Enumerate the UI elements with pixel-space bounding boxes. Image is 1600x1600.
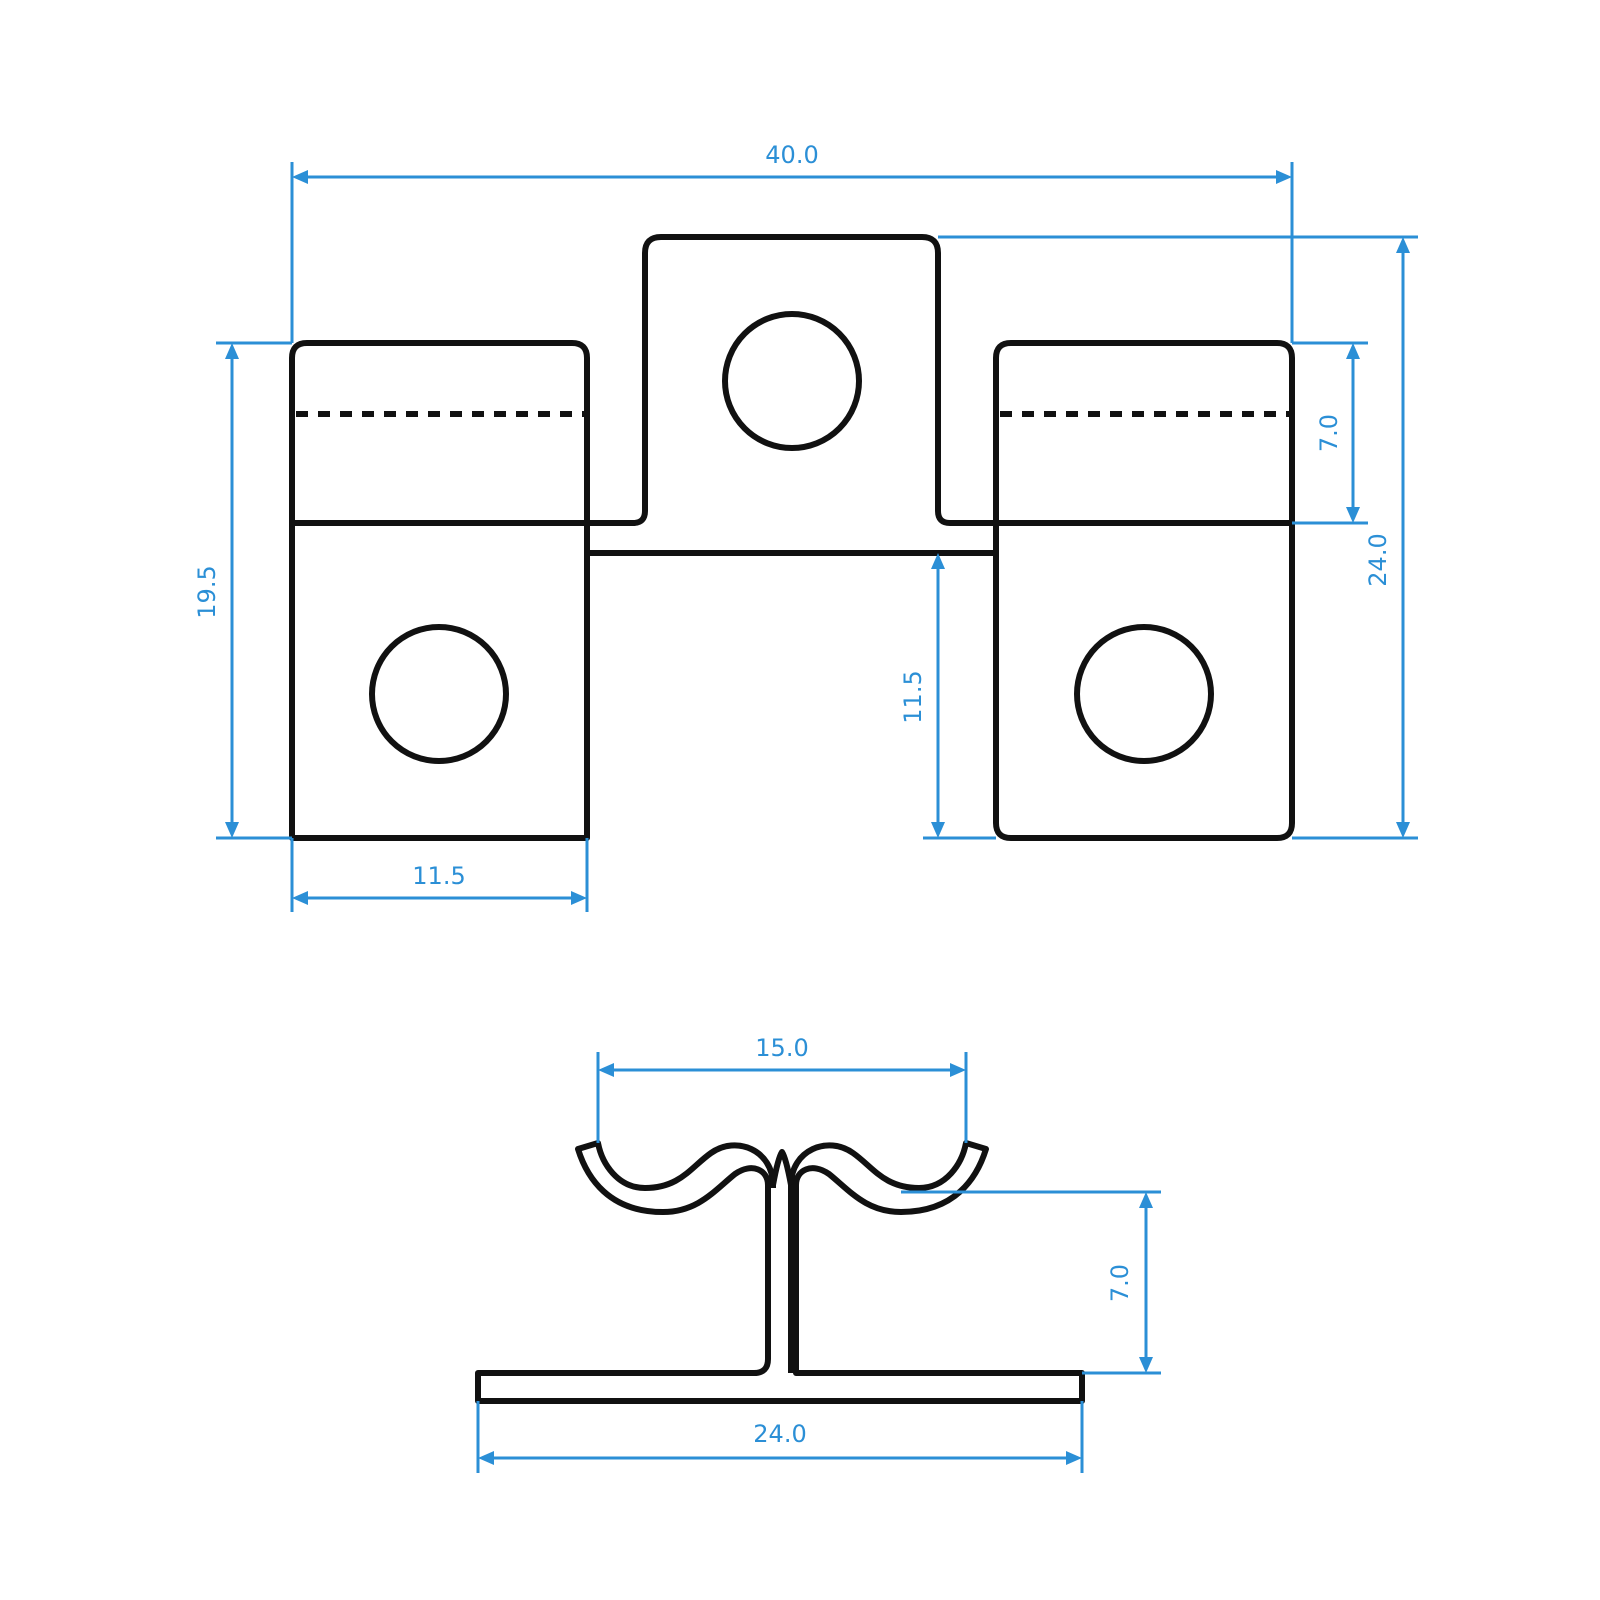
dimension-fold-depth: 7.0	[1292, 341, 1368, 525]
dimension-base-width: 24.0	[476, 1401, 1084, 1473]
dimension-text-left-tab-height: 19.5	[193, 565, 221, 618]
top-view	[289, 234, 1295, 841]
left-tab-outline	[289, 340, 590, 841]
center-bridge-hole	[722, 311, 862, 451]
side-view-dimensions: 15.0 7.0 24.0	[476, 1034, 1161, 1473]
dimension-left-tab-width: 11.5	[290, 838, 589, 912]
dimension-text-bridge-clearance: 11.5	[899, 670, 927, 723]
side-view	[475, 1140, 1085, 1404]
right-tab-outline	[993, 340, 1295, 841]
dimension-text-fold-depth: 7.0	[1315, 414, 1343, 452]
side-view-profile	[475, 1140, 1085, 1404]
dimension-text-overall-height: 24.0	[1364, 533, 1392, 586]
side-view-center-split	[770, 1149, 794, 1186]
dimension-text-stem-height: 7.0	[1106, 1264, 1134, 1302]
right-tab-hole	[1074, 624, 1214, 764]
dimension-clip-span: 15.0	[596, 1034, 968, 1143]
dimension-bridge-clearance: 11.5	[899, 553, 996, 840]
dimension-overall-height: 24.0	[938, 235, 1418, 840]
dimension-left-tab-height: 19.5	[193, 341, 292, 840]
dimension-text-clip-span: 15.0	[755, 1034, 808, 1062]
center-bridge-outline	[587, 234, 996, 526]
dimension-text-overall-width: 40.0	[765, 141, 818, 169]
dimension-stem-height: 7.0	[901, 1190, 1161, 1375]
dimension-text-left-tab-width: 11.5	[412, 862, 465, 890]
left-tab-hole	[369, 624, 509, 764]
top-view-dimensions: 40.0 24.0 7.0 19.5	[193, 141, 1418, 912]
dimension-text-base-width: 24.0	[753, 1420, 806, 1448]
dimension-overall-width: 40.0	[290, 141, 1294, 343]
